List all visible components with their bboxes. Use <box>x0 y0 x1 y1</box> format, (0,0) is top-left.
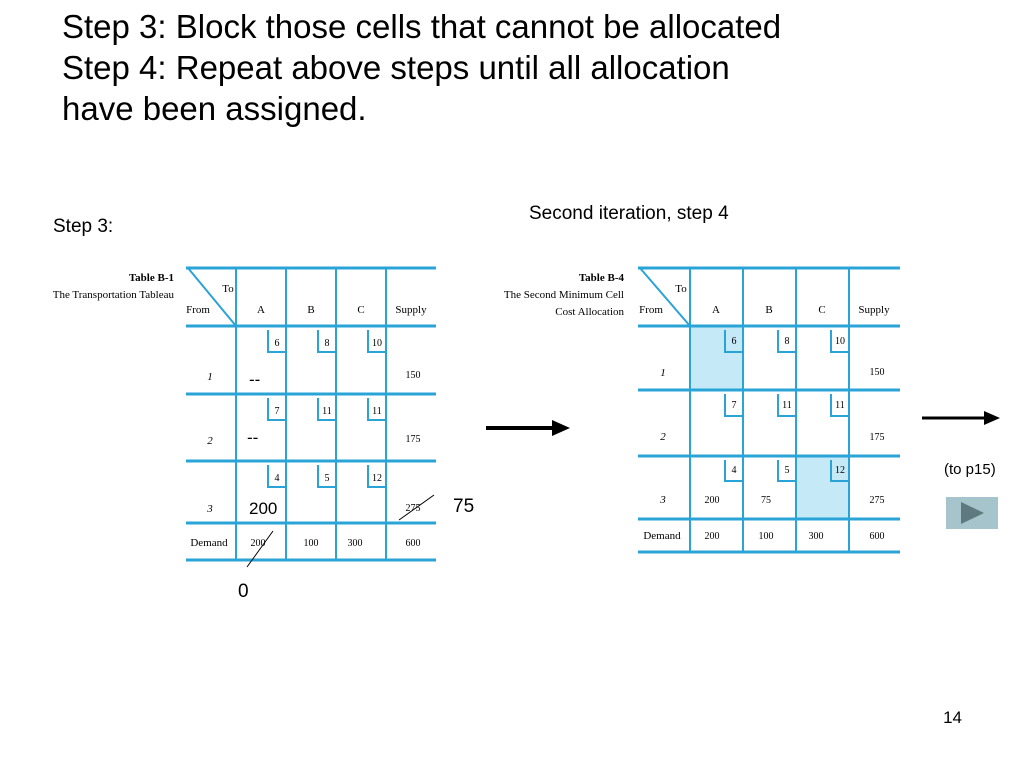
demand-value: 100 <box>759 531 774 542</box>
allocation-value: 75 <box>761 495 771 506</box>
row-label: 1 <box>207 371 213 383</box>
updated-supply: 75 <box>453 496 474 517</box>
supply-value: 275 <box>870 495 885 506</box>
table2-subtitle-2: Cost Allocation <box>555 306 624 318</box>
demand-label: Demand <box>190 537 228 549</box>
highlighted-cell <box>691 327 742 389</box>
cost-value: 11 <box>322 406 332 417</box>
column-header: Supply <box>395 304 427 316</box>
step3-label: Step 3: <box>53 216 114 237</box>
supply-value: 175 <box>406 434 421 445</box>
column-header: C <box>818 304 825 316</box>
demand-value: 300 <box>348 538 363 549</box>
allocation-value: 200 <box>249 499 277 518</box>
column-header: A <box>257 304 265 316</box>
column-header: A <box>712 304 720 316</box>
cost-value: 8 <box>325 338 330 349</box>
cost-value: 7 <box>275 406 280 417</box>
transportation-tableau-1: To From A B C Supply 1 2 3 6 8 10 7 11 1… <box>186 266 474 602</box>
demand-value: 300 <box>809 531 824 542</box>
cost-value: 4 <box>732 465 737 476</box>
column-header: C <box>357 304 364 316</box>
demand-value: 600 <box>406 538 421 549</box>
demand-label: Demand <box>643 530 681 542</box>
table2-title-block: Table B-4 The Second Minimum Cell Cost A… <box>504 270 624 321</box>
cost-value: 10 <box>835 336 845 347</box>
supply-value: 150 <box>870 367 885 378</box>
blocked-mark: -- <box>247 428 258 447</box>
corner-from-label: From <box>186 304 210 316</box>
cost-value: 8 <box>785 336 790 347</box>
table1-title-block: Table B-1 The Transportation Tableau <box>53 270 174 304</box>
cost-value: 6 <box>275 338 280 349</box>
row-label: 3 <box>659 494 666 506</box>
updated-demand: 0 <box>238 581 249 602</box>
cost-value: 6 <box>732 336 737 347</box>
cost-value: 11 <box>782 400 792 411</box>
table1-subtitle: The Transportation Tableau <box>52 289 174 301</box>
arrow-right-icon <box>486 420 570 436</box>
cost-value: 5 <box>785 465 790 476</box>
highlighted-cell <box>797 457 848 518</box>
cost-value: 10 <box>372 338 382 349</box>
transportation-tableau-2: To From A B C Supply 1 2 3 6 8 10 7 11 1… <box>638 266 900 554</box>
demand-value: 200 <box>705 531 720 542</box>
table1-title: Table B-1 <box>128 272 174 284</box>
supply-value: 175 <box>870 432 885 443</box>
corner-to-label: To <box>222 283 234 295</box>
cost-value: 12 <box>835 465 845 476</box>
column-header: B <box>307 304 314 316</box>
supply-value: 275 <box>406 503 421 514</box>
slide-heading: Step 3: Block those cells that cannot be… <box>62 6 1002 129</box>
to-p15-link[interactable]: (to p15) <box>944 461 996 478</box>
cost-value: 11 <box>372 406 382 417</box>
page-number: 14 <box>943 708 962 727</box>
blocked-mark: -- <box>249 370 260 389</box>
second-iteration-label: Second iteration, step 4 <box>529 203 729 224</box>
heading-line-2: Step 4: Repeat above steps until all all… <box>62 49 730 86</box>
cost-value: 12 <box>372 473 382 484</box>
table2-subtitle-1: The Second Minimum Cell <box>503 289 624 301</box>
demand-value: 100 <box>304 538 319 549</box>
cost-value: 5 <box>325 473 330 484</box>
play-icon <box>961 502 984 524</box>
supply-value: 150 <box>406 370 421 381</box>
row-label: 2 <box>207 435 213 447</box>
cost-value: 11 <box>835 400 845 411</box>
strike-mark <box>246 530 274 568</box>
corner-from-label: From <box>639 304 663 316</box>
column-header: B <box>765 304 772 316</box>
row-label: 3 <box>206 503 213 515</box>
column-header: Supply <box>858 304 890 316</box>
heading-line-1: Step 3: Block those cells that cannot be… <box>62 8 782 45</box>
cost-value: 7 <box>732 400 737 411</box>
row-label: 1 <box>660 367 666 379</box>
row-label: 2 <box>660 431 666 443</box>
demand-value: 600 <box>870 531 885 542</box>
strike-mark <box>398 494 435 521</box>
allocation-value: 200 <box>705 495 720 506</box>
next-slide-button[interactable] <box>946 497 998 529</box>
cost-value: 4 <box>275 473 280 484</box>
table2-title: Table B-4 <box>578 272 624 284</box>
demand-value: 200 <box>251 538 266 549</box>
arrow-right-icon <box>922 411 1000 425</box>
corner-to-label: To <box>675 283 687 295</box>
heading-line-3: have been assigned. <box>62 90 367 127</box>
